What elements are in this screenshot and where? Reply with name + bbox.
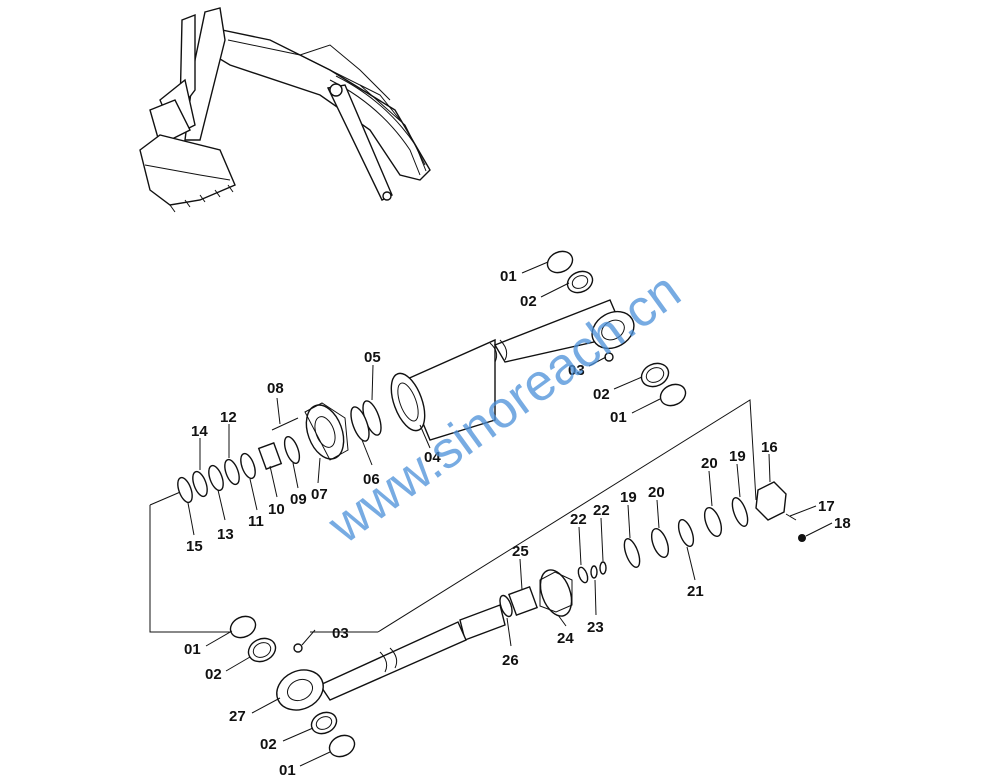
leader-lines — [187, 261, 833, 767]
callout-19-left: 19 — [620, 489, 637, 506]
callout-14: 14 — [191, 423, 208, 440]
callout-05: 05 — [364, 349, 381, 366]
assembly-frame — [149, 399, 757, 633]
callout-20-right: 20 — [701, 455, 718, 472]
callout-15: 15 — [186, 538, 203, 555]
callout-12: 12 — [220, 409, 237, 426]
eye-seal-lower — [229, 615, 356, 758]
callout-06: 06 — [363, 471, 380, 488]
callout-16: 16 — [761, 439, 778, 456]
callout-01-lower-right: 01 — [279, 762, 296, 779]
callout-08: 08 — [267, 380, 284, 397]
callout-17: 17 — [818, 498, 835, 515]
callout-02-upper-left: 02 — [520, 293, 537, 310]
cylinder-head-parts — [177, 400, 382, 504]
callout-01-upper-left: 01 — [500, 268, 517, 285]
callout-09: 09 — [290, 491, 307, 508]
callout-01-lower-left: 01 — [184, 641, 201, 658]
callout-07: 07 — [311, 486, 328, 503]
callout-25: 25 — [512, 543, 529, 560]
cylinder-barrel — [390, 299, 635, 441]
callout-18: 18 — [834, 515, 851, 532]
callout-03-lower: 03 — [332, 625, 349, 642]
callout-01-upper-right: 01 — [610, 409, 627, 426]
callout-23: 23 — [587, 619, 604, 636]
callout-20-left: 20 — [648, 484, 665, 501]
piston-rod — [276, 604, 506, 711]
excavator-illustration — [139, 7, 431, 213]
callout-21: 21 — [687, 583, 704, 600]
callout-27: 27 — [229, 708, 246, 725]
callout-04: 04 — [424, 449, 441, 466]
callout-02-upper-right: 02 — [593, 386, 610, 403]
eye-seal-upper — [546, 250, 687, 407]
callout-13: 13 — [217, 526, 234, 543]
callout-03-upper: 03 — [568, 362, 585, 379]
callout-26: 26 — [502, 652, 519, 669]
callout-19-right: 19 — [729, 448, 746, 465]
callout-24: 24 — [557, 630, 574, 647]
piston-parts — [499, 481, 806, 618]
callout-10: 10 — [268, 501, 285, 518]
callout-02-lower-left: 02 — [205, 666, 222, 683]
callout-11: 11 — [248, 513, 264, 530]
callout-labels: 01 02 03 02 01 05 06 04 08 14 12 15 13 1… — [184, 268, 851, 779]
callout-22-right: 22 — [593, 502, 610, 519]
callout-22-left: 22 — [570, 511, 587, 528]
callout-02-lower-right: 02 — [260, 736, 277, 753]
